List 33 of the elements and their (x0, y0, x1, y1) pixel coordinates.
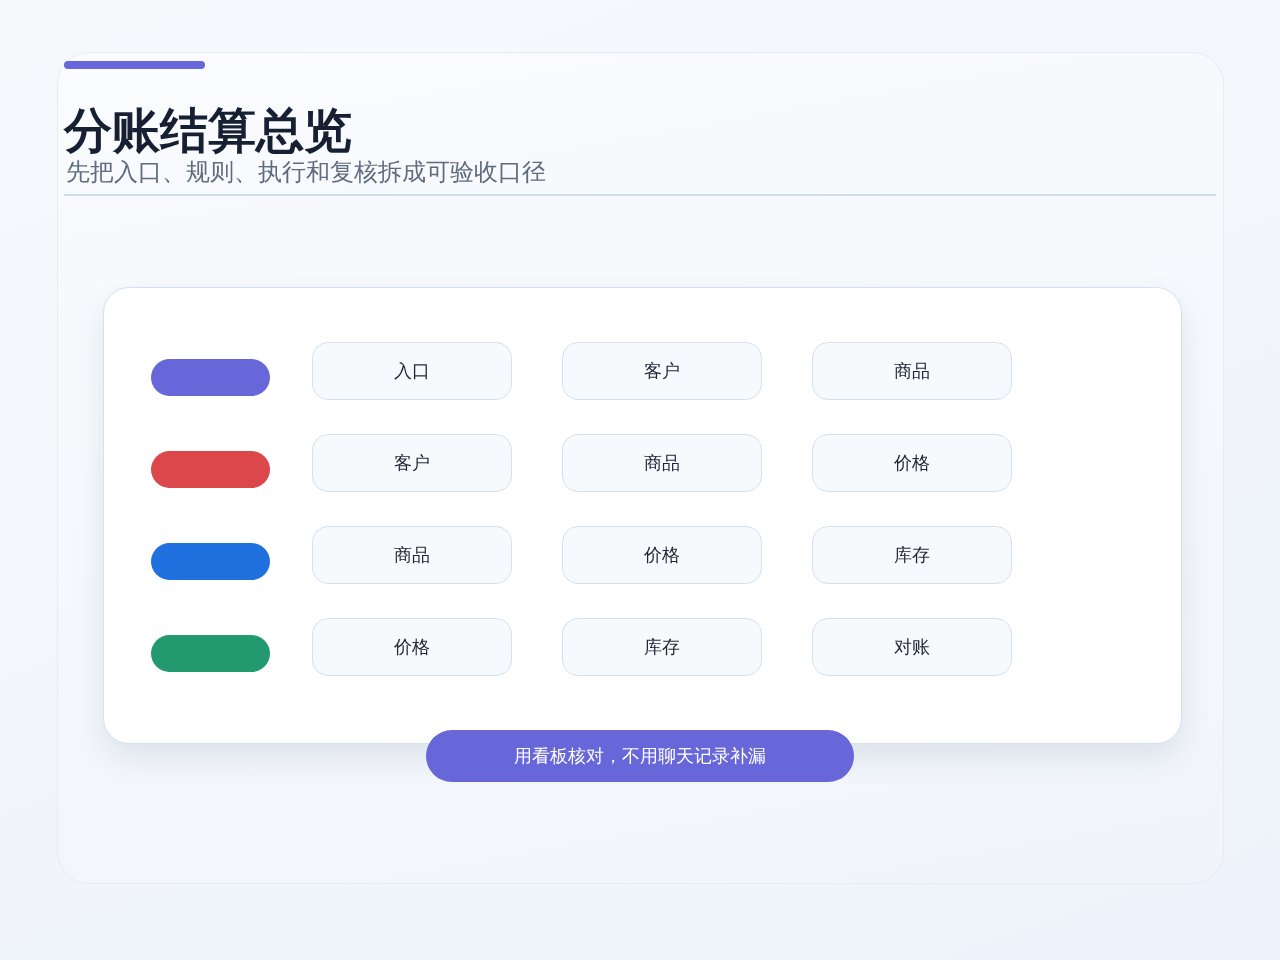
content-card (103, 287, 1182, 744)
chip-label: 库存 (894, 543, 930, 567)
row-marker-icon (151, 359, 270, 396)
chip-label: 商品 (644, 451, 680, 475)
item-chip (312, 618, 512, 676)
row-marker-icon (151, 543, 270, 580)
item-chip (562, 526, 762, 584)
item-chip (812, 526, 1012, 584)
item-chip (312, 342, 512, 400)
page-subtitle: 先把入口、规则、执行和复核拆成可验收口径 (66, 157, 546, 187)
chip-label: 价格 (394, 635, 430, 659)
item-chip (812, 434, 1012, 492)
item-chip (562, 618, 762, 676)
banner-text: 用看板核对，不用聊天记录补漏 (514, 744, 766, 768)
chip-label: 商品 (894, 359, 930, 383)
item-chip (312, 434, 512, 492)
chip-label: 客户 (394, 451, 430, 475)
chip-label: 商品 (394, 543, 430, 567)
row-marker-icon (151, 451, 270, 488)
chip-label: 对账 (894, 635, 930, 659)
summary-banner (426, 730, 854, 782)
item-chip (812, 618, 1012, 676)
chip-label: 入口 (394, 359, 430, 383)
item-chip (812, 342, 1012, 400)
chip-label: 客户 (644, 359, 680, 383)
item-chip (312, 526, 512, 584)
page-title: 分账结算总览 (64, 101, 352, 160)
chip-label: 价格 (894, 451, 930, 475)
item-chip (562, 342, 762, 400)
chip-label: 库存 (644, 635, 680, 659)
row-marker-icon (151, 635, 270, 672)
chip-label: 价格 (644, 543, 680, 567)
item-chip (562, 434, 762, 492)
